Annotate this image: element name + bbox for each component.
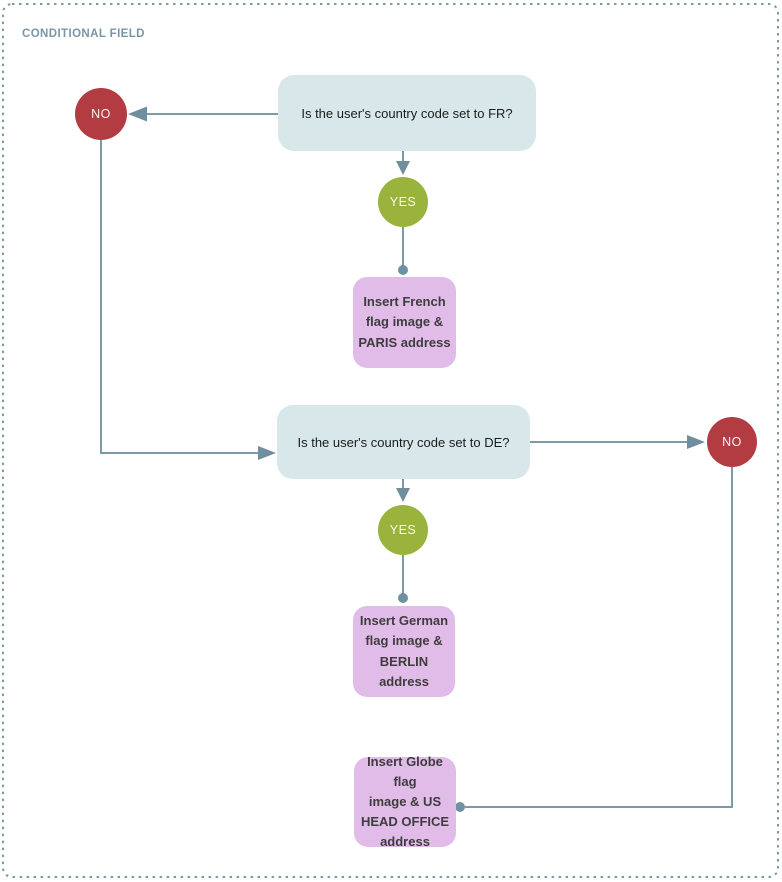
endpoint-dot-icon	[398, 265, 408, 275]
node-action-french-flag-label: Insert French flag image & PARIS address	[358, 294, 451, 350]
node-no-fr-label: NO	[91, 107, 111, 121]
node-question-de-label: Is the user's country code set to DE?	[297, 434, 510, 450]
dashed-border-frame	[2, 3, 779, 878]
node-no-de-label: NO	[722, 435, 742, 449]
arrowhead-right-icon	[687, 435, 705, 449]
node-action-german-flag-label: Insert German flag image & BERLIN addres…	[359, 613, 449, 689]
node-yes-de: YES	[378, 505, 428, 555]
node-question-fr: Is the user's country code set to FR?	[278, 75, 536, 151]
node-yes-fr: YES	[378, 177, 428, 227]
node-no-de: NO	[707, 417, 757, 467]
connector-no-to-question-de	[100, 140, 258, 454]
arrowhead-left-icon	[128, 106, 147, 122]
node-no-fr: NO	[75, 88, 127, 140]
endpoint-dot-icon	[398, 593, 408, 603]
page-title: CONDITIONAL FIELD	[22, 28, 145, 40]
arrowhead-right-icon	[258, 446, 276, 460]
node-question-de: Is the user's country code set to DE?	[277, 405, 530, 479]
endpoint-dot-icon	[455, 802, 465, 812]
node-yes-de-label: YES	[389, 523, 417, 537]
node-yes-fr-label: YES	[389, 195, 417, 209]
node-action-french-flag: Insert French flag image & PARIS address	[353, 277, 456, 368]
node-question-fr-label: Is the user's country code set to FR?	[301, 105, 513, 121]
node-action-german-flag: Insert German flag image & BERLIN addres…	[353, 606, 455, 697]
arrowhead-down-icon	[396, 488, 410, 502]
node-action-globe-flag-label: Insert Globe flag image & US HEAD OFFICE…	[360, 753, 450, 850]
node-action-globe-flag: Insert Globe flag image & US HEAD OFFICE…	[354, 754, 456, 849]
connector-no-to-globe-action	[465, 467, 733, 808]
arrowhead-down-icon	[396, 161, 410, 175]
